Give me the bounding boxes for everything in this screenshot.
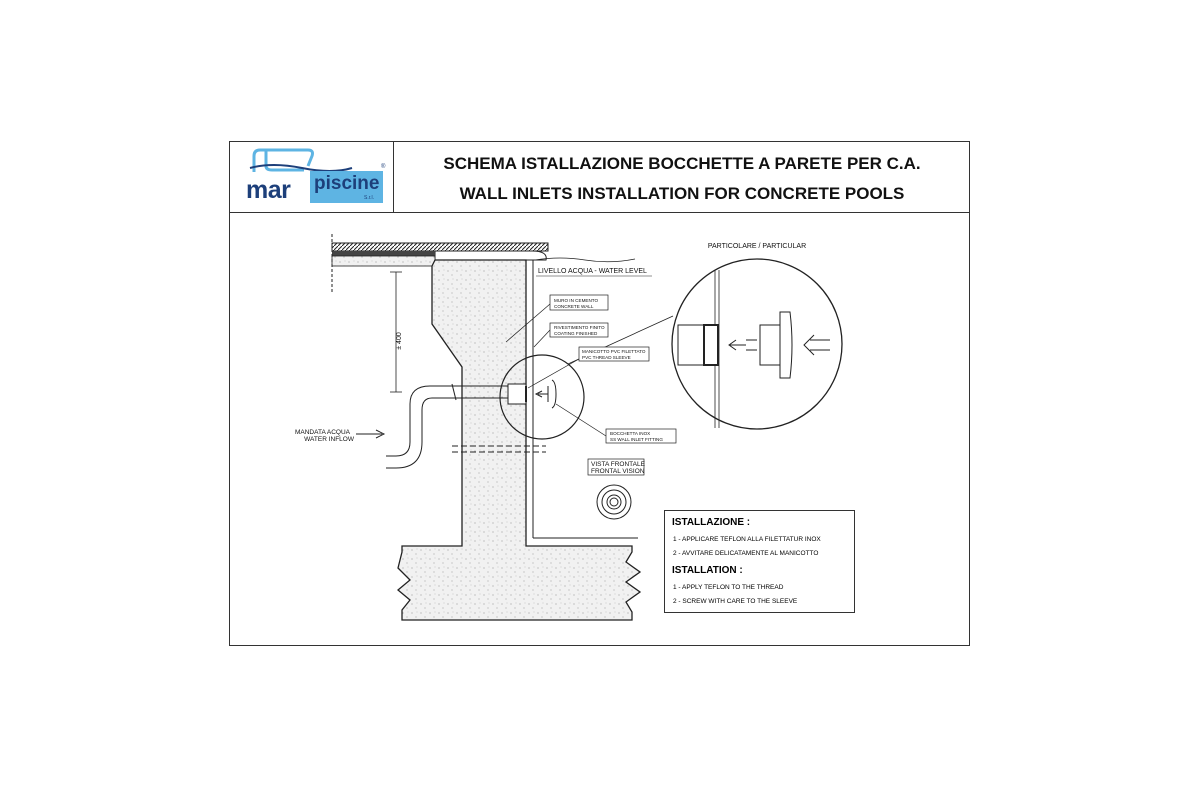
- logo-registered-mark: ®: [381, 164, 386, 170]
- logo-piscine-text: piscine: [314, 173, 380, 194]
- drawing-sheet: mar piscine S.r.l. ® SCHEMA ISTALLAZIONE…: [229, 141, 970, 646]
- istallazione-step-1: 1 - APPLICARE TEFLON ALLA FILETTATUR INO…: [673, 536, 821, 543]
- dimension-line: [390, 271, 402, 393]
- logo-mar-text: mar: [246, 176, 291, 204]
- istallation-step-1: 1 - APPLY TEFLON TO THE THREAD: [673, 584, 784, 591]
- inflow-label-en: WATER INFLOW: [304, 436, 355, 443]
- detail-title: PARTICOLARE / PARTICULAR: [708, 243, 806, 250]
- coating-label-box: [549, 322, 609, 338]
- sleeve-label-en: PVC THREAD SLEEVE: [582, 355, 631, 360]
- coating-label-en: COATING FINISHED: [554, 331, 598, 336]
- sleeve-label-box: [578, 346, 650, 362]
- istallazione-step-2: 2 - AVVITARE DELICATAMENTE AL MANICOTTO: [673, 550, 819, 557]
- installation-instructions-box: ISTALLAZIONE : 1 - APPLICARE TEFLON ALLA…: [664, 510, 855, 613]
- inflow-label-it: MANDATA ACQUA: [295, 429, 351, 436]
- logo-piscine-box: [310, 171, 383, 203]
- sleeve-fitting: [507, 379, 557, 409]
- fitting-label-box: [605, 428, 677, 444]
- water-level-label: LIVELLO ACQUA - WATER LEVEL: [538, 268, 647, 275]
- coating-label-it: RIVESTIMENTO FINITO: [554, 325, 605, 330]
- leader-lines: [505, 303, 607, 437]
- concrete-wall-label-it: MURO IN CEMENTO: [554, 298, 598, 303]
- pool-water: [532, 257, 638, 539]
- istallation-heading: ISTALLATION :: [672, 565, 743, 576]
- sleeve-label-it: MANICOTTO PVC FILETTATO: [582, 349, 646, 354]
- wall-section-break: [452, 445, 546, 453]
- fitting-label-en: SS WALL INLET FITTING: [610, 437, 663, 442]
- front-view-label-it: VISTA FRONTALE: [591, 461, 646, 468]
- concrete-wall-label-en: CONCRETE WALL: [554, 304, 594, 309]
- logo-srl-text: S.r.l.: [364, 195, 375, 201]
- fitting-label-it: BOCCHETTA INOX: [610, 431, 650, 436]
- drawing-title-italian: SCHEMA ISTALLAZIONE BOCCHETTE A PARETE P…: [443, 154, 921, 173]
- logo-pool-icon: [249, 148, 353, 172]
- drawing-title-english: WALL INLETS INSTALLATION FOR CONCRETE PO…: [459, 184, 905, 203]
- front-view-label-box: [587, 458, 645, 476]
- dimension-label: ± 400: [396, 332, 403, 350]
- front-view-fitting: [596, 484, 632, 520]
- installation-drawing: MANDATA ACQUA WATER INFLOW ± 400 LIVELLO…: [295, 234, 843, 621]
- front-view-label-en: FRONTAL VISION: [591, 468, 645, 475]
- detail-callout-circle: [499, 354, 585, 440]
- istallazione-heading: ISTALLAZIONE :: [672, 517, 751, 528]
- concrete-wall-label-box: [549, 294, 609, 311]
- logo-divider: [393, 142, 394, 212]
- istallation-step-2: 2 - SCREW WITH CARE TO THE SLEEVE: [673, 598, 798, 605]
- detail-view: [671, 258, 843, 430]
- company-logo: mar piscine S.r.l. ®: [242, 146, 387, 208]
- concrete-wall: [396, 259, 642, 621]
- supply-pipe: [386, 383, 510, 469]
- header-divider: [230, 212, 969, 213]
- water-inflow-arrow: [356, 429, 386, 439]
